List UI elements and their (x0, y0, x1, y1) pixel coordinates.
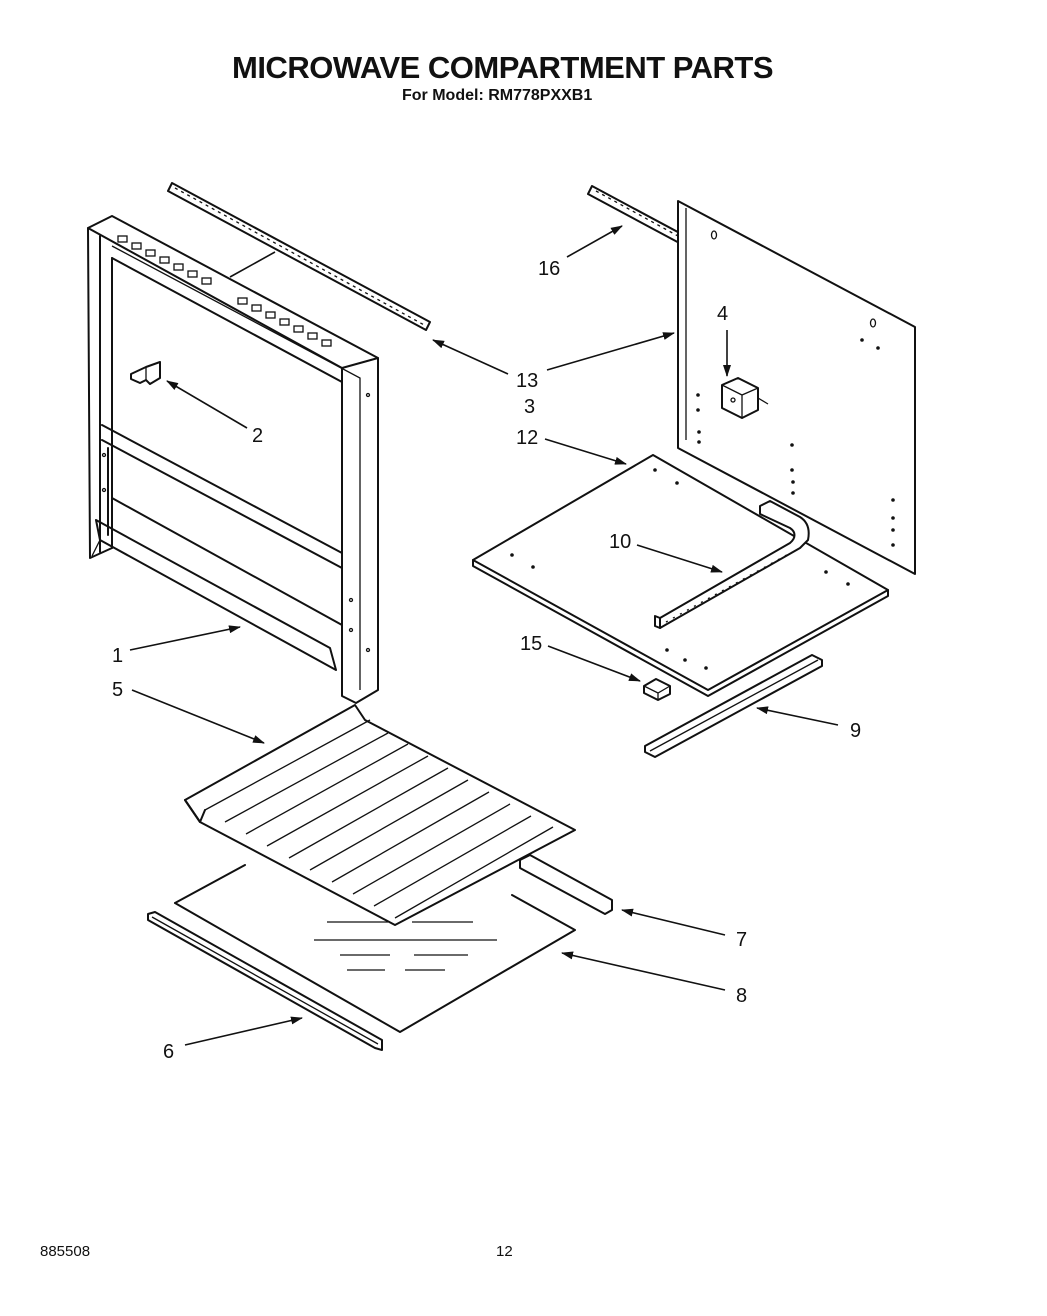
part-3-top-rail (167, 182, 431, 331)
leader-lines (129, 225, 839, 1046)
callout-2: 2 (252, 425, 263, 447)
part-7-rear-rail (519, 854, 613, 915)
part-12-floor-plate (472, 454, 889, 697)
callout-9: 9 (850, 720, 861, 742)
part-6-trim-rail (147, 911, 383, 1051)
callout-3: 3 (524, 396, 535, 418)
part-9-trim-rail (644, 654, 823, 758)
part-1-front-frame (87, 215, 379, 704)
callout-1: 1 (112, 645, 123, 667)
callout-12: 12 (516, 427, 538, 449)
model-subtitle: For Model: RM778PXXB1 (402, 87, 593, 104)
part-8-bottom-panel (174, 864, 576, 1033)
part-4-switch (721, 377, 769, 419)
callout-7: 7 (736, 929, 747, 951)
callout-8: 8 (736, 985, 747, 1007)
callout-5: 5 (112, 679, 123, 701)
part-15-clip (643, 678, 671, 701)
part-2-bracket (130, 361, 161, 385)
callout-labels: 1 2 3 4 5 6 7 8 9 10 12 13 15 16 (112, 258, 861, 1063)
document-number: 885508 (40, 1243, 91, 1260)
part-10-bracket (654, 500, 810, 629)
part-5-floor-tray (184, 704, 576, 926)
callout-10: 10 (609, 531, 631, 553)
callout-16: 16 (538, 258, 560, 280)
page-title: MICROWAVE COMPARTMENT PARTS (232, 50, 774, 85)
callout-15: 15 (520, 633, 542, 655)
callout-13: 13 (516, 370, 538, 392)
page-number: 12 (496, 1243, 513, 1260)
part-13-back-panel (677, 200, 916, 575)
callout-4: 4 (717, 303, 728, 325)
callout-6: 6 (163, 1041, 174, 1063)
